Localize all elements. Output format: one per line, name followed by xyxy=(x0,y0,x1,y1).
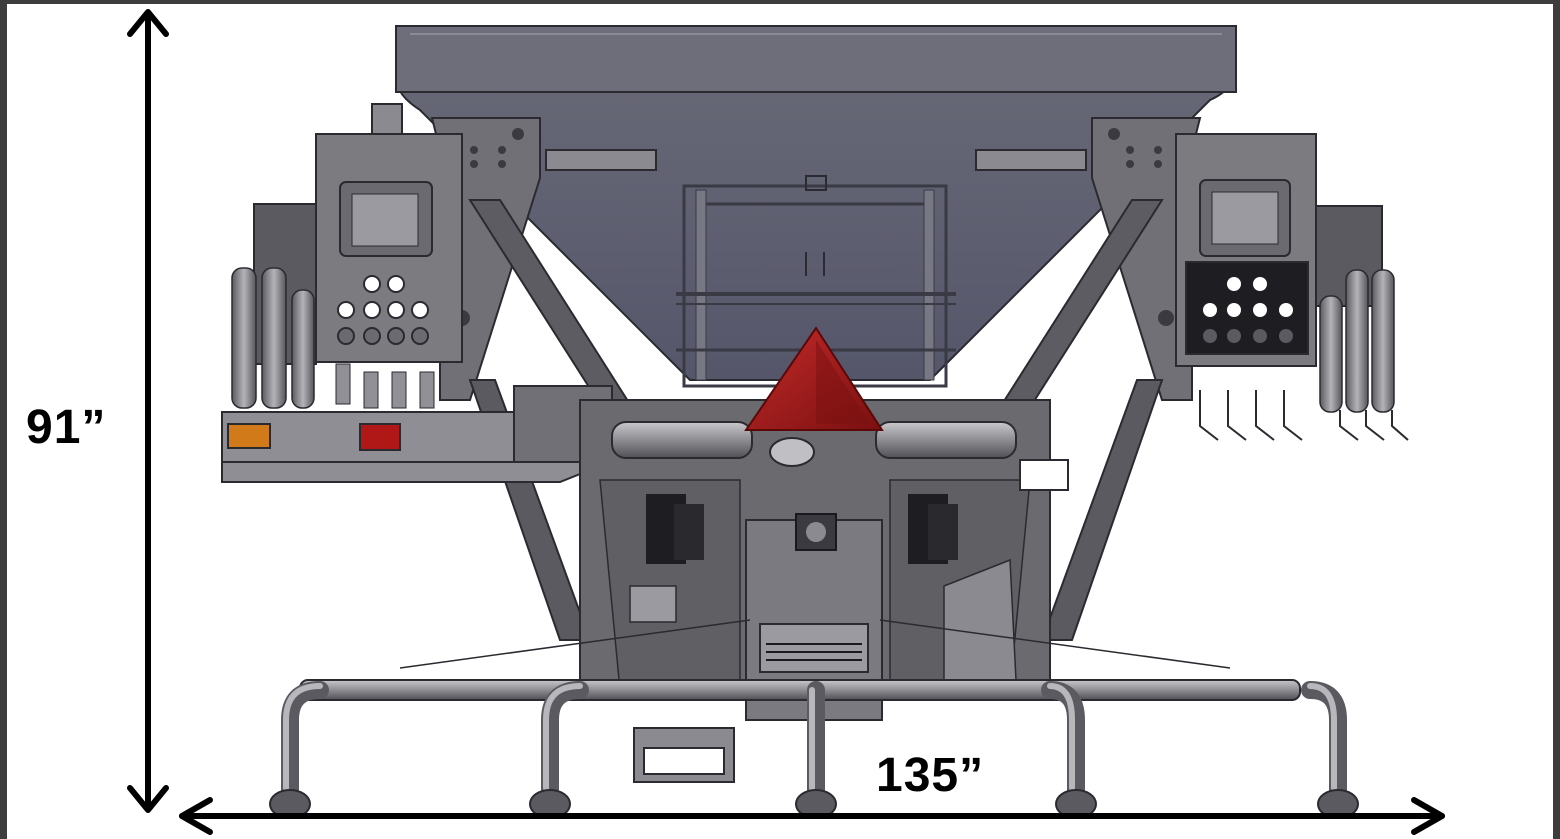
left-seed-unit xyxy=(231,103,463,409)
frame-left xyxy=(0,0,7,839)
frame-top xyxy=(0,0,1560,4)
height-dimension-label: 91” xyxy=(26,401,107,454)
width-dimension-label: 135” xyxy=(876,749,985,802)
amber-light xyxy=(227,423,271,449)
spray-boom xyxy=(269,619,1359,819)
vertical-dimension-arrow-icon xyxy=(127,9,169,813)
red-light xyxy=(359,423,401,451)
horizontal-dimension-arrow-icon xyxy=(179,797,1445,835)
right-frame xyxy=(975,117,1202,641)
central-body xyxy=(579,399,1069,721)
right-seed-unit xyxy=(1175,133,1409,441)
warning-triangle-icon xyxy=(744,326,884,431)
